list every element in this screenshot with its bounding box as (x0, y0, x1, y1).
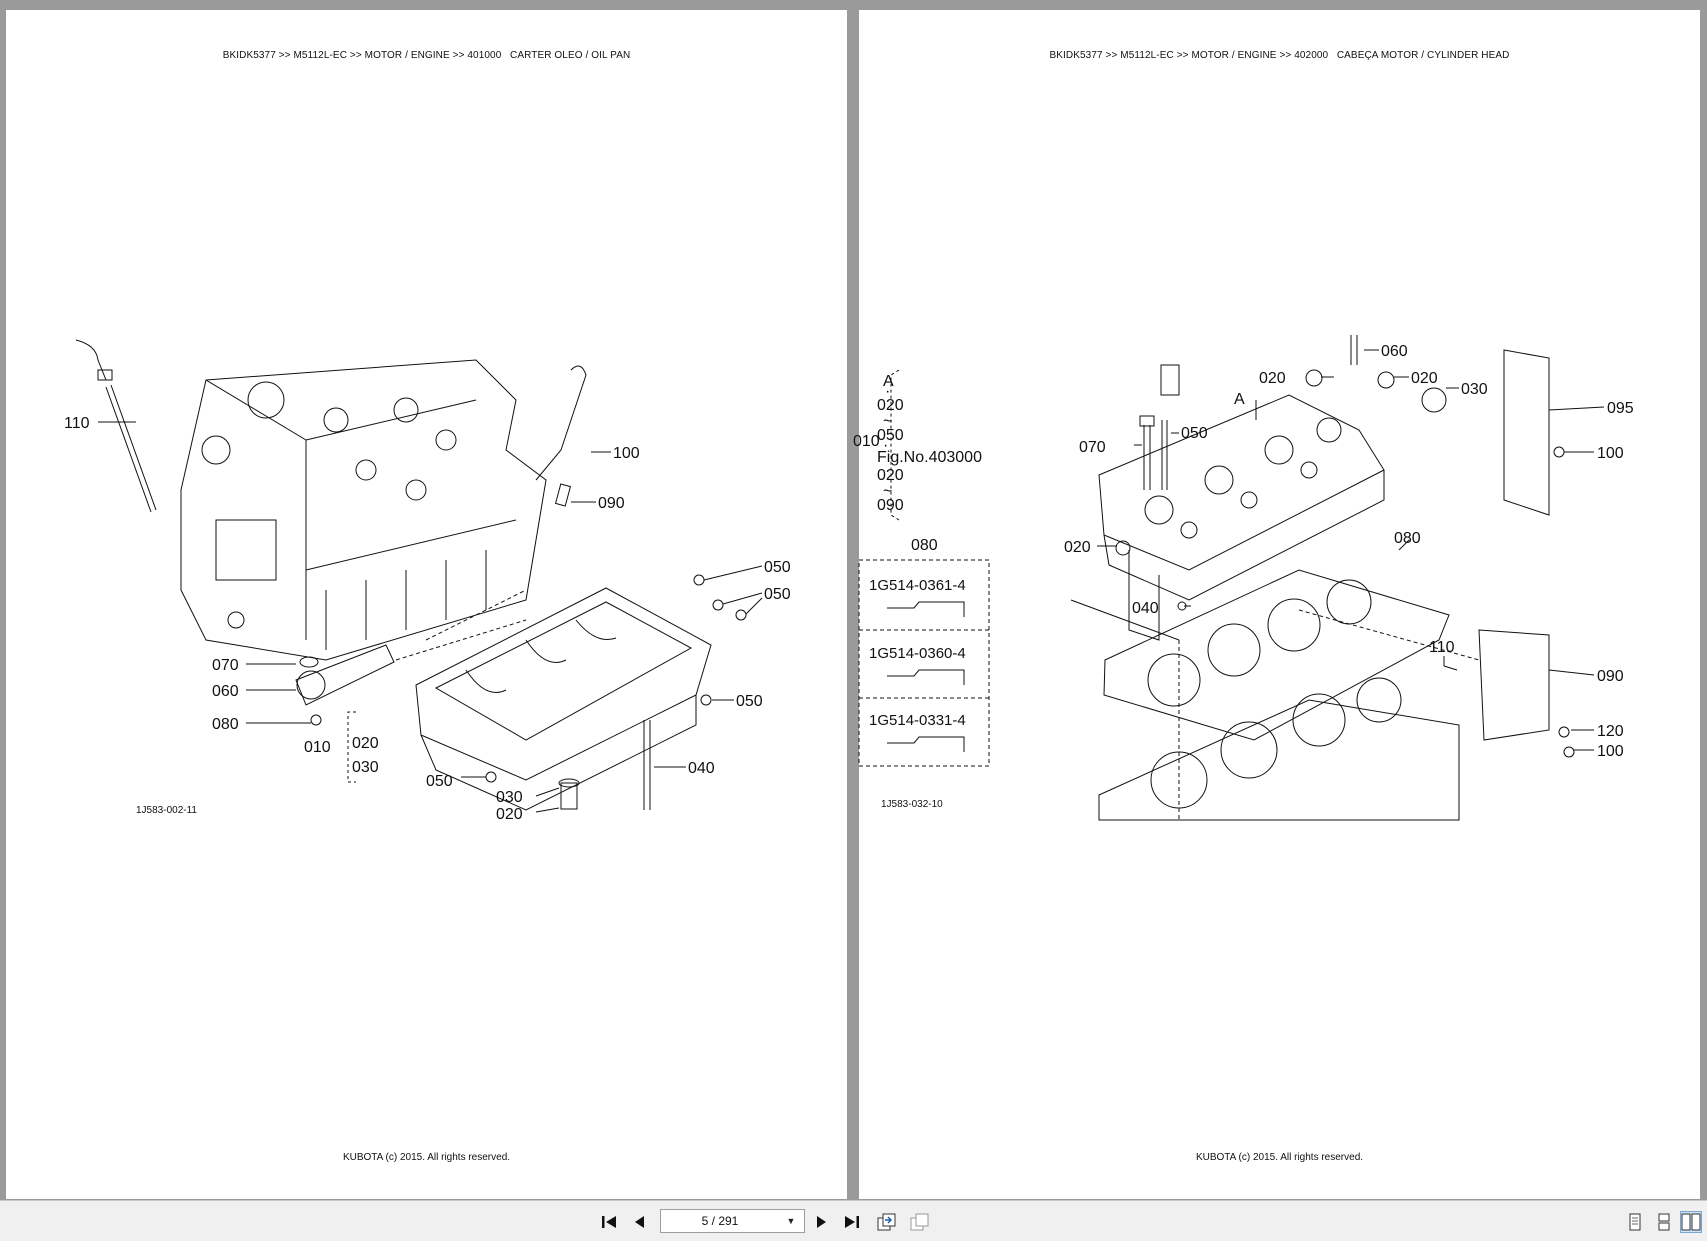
callout-030: 030 (352, 759, 379, 776)
first-page-button[interactable] (598, 1211, 620, 1233)
callout-050-d: 050 (426, 773, 453, 790)
callout-095: 095 (1607, 400, 1634, 417)
callout-020-b: 020 (1411, 370, 1438, 387)
header-path: BKIDK5377 >> M5112L-EC >> MOTOR / ENGINE… (1049, 50, 1329, 61)
go-back-view-button[interactable] (875, 1211, 897, 1233)
bracket-tilde-2: ~ (883, 483, 892, 500)
first-page-icon (602, 1216, 616, 1228)
bracket-range2-end: 090 (877, 497, 904, 514)
page-number-field[interactable]: ▼ (660, 1209, 805, 1233)
previous-page-icon (635, 1216, 644, 1228)
previous-page-button[interactable] (628, 1211, 650, 1233)
bracket-tilde-1: ~ (883, 413, 892, 430)
continuous-page-icon (1658, 1213, 1670, 1231)
callout-050: 050 (1181, 425, 1208, 442)
figure-code: 1J583-002-11 (136, 805, 197, 816)
bracket-dot-2: · (883, 437, 888, 454)
callout-070: 070 (1079, 439, 1106, 456)
callout-020-a: 020 (1259, 370, 1286, 387)
navigation-toolbar: ▼ (0, 1200, 1707, 1241)
two-page-view-button[interactable] (1680, 1211, 1702, 1233)
callout-070: 070 (212, 657, 239, 674)
callout-060: 060 (212, 683, 239, 700)
callout-040: 040 (688, 760, 715, 777)
next-view-icon (910, 1213, 929, 1231)
bracket-dot: · (885, 383, 890, 400)
callout-080-a: 080 (911, 537, 938, 554)
callout-120: 120 (1597, 723, 1624, 740)
oil-pan-diagram: 110 100 090 050 050 070 060 080 010 020 … (64, 339, 791, 823)
callout-020-b: 020 (496, 806, 523, 823)
page-402000: BKIDK5377 >> M5112L-EC >> MOTOR / ENGINE… (853, 10, 1700, 1199)
callout-090: 090 (598, 495, 625, 512)
callout-050-c: 050 (736, 693, 763, 710)
bracket-fig-ref: Fig.No.403000 (877, 449, 982, 466)
go-forward-view-button[interactable] (908, 1211, 930, 1233)
single-page-icon (1629, 1213, 1641, 1231)
header-title: CARTER OLEO / OIL PAN (510, 50, 631, 61)
next-page-icon (817, 1216, 826, 1228)
callout-030: 030 (1461, 381, 1488, 398)
page-401000: BKIDK5377 >> M5112L-EC >> MOTOR / ENGINE… (6, 10, 847, 1199)
callout-110: 110 (64, 415, 90, 432)
callout-090: 090 (1597, 668, 1624, 685)
callout-060: 060 (1381, 343, 1408, 360)
callout-020-c: 020 (1064, 539, 1091, 556)
callout-010: 010 (853, 433, 880, 450)
callout-020: 020 (352, 735, 379, 752)
callout-100-b: 100 (1597, 743, 1624, 760)
next-page-button[interactable] (811, 1211, 833, 1233)
callout-100-a: 100 (1597, 445, 1624, 462)
callout-080: 080 (212, 716, 239, 733)
two-page-icon (1681, 1213, 1701, 1231)
chevron-down-icon[interactable]: ▼ (786, 1216, 796, 1226)
previous-view-icon (877, 1213, 896, 1231)
callout-040: 040 (1132, 600, 1159, 617)
last-page-button[interactable] (841, 1211, 863, 1233)
callout-a: A (1234, 391, 1245, 408)
callout-030-b: 030 (496, 789, 523, 806)
bracket-range1-end: 050 (877, 427, 904, 444)
document-viewport[interactable]: BKIDK5377 >> M5112L-EC >> MOTOR / ENGINE… (0, 0, 1707, 1200)
bracket-letter: A (883, 373, 894, 390)
callout-080-b: 080 (1394, 530, 1421, 547)
page-header: BKIDK5377 >> M5112L-EC >> MOTOR / ENGINE… (859, 50, 1700, 61)
page-header: BKIDK5377 >> M5112L-EC >> MOTOR / ENGINE… (6, 50, 847, 61)
option-part-3: 1G514-0331-4 (869, 712, 966, 729)
header-path: BKIDK5377 >> M5112L-EC >> MOTOR / ENGINE… (222, 50, 502, 61)
option-part-1: 1G514-0361-4 (869, 577, 966, 594)
bracket-range2-start: 020 (877, 467, 904, 484)
header-title: CABEÇA MOTOR / CYLINDER HEAD (1336, 50, 1510, 61)
callout-050-b: 050 (764, 586, 791, 603)
page-number-input[interactable] (661, 1211, 779, 1231)
callout-010: 010 (304, 739, 331, 756)
page-footer: KUBOTA (c) 2015. All rights reserved. (1195, 1152, 1364, 1163)
continuous-view-button[interactable] (1653, 1211, 1675, 1233)
page-footer: KUBOTA (c) 2015. All rights reserved. (342, 1152, 511, 1163)
option-part-2: 1G514-0360-4 (869, 645, 966, 662)
single-page-view-button[interactable] (1624, 1211, 1646, 1233)
figure-code: 1J583-032-10 (881, 799, 943, 810)
last-page-icon (845, 1216, 859, 1228)
bracket-range1-start: 020 (877, 397, 904, 414)
cylinder-head-diagram: 060 020 020 030 095 100 050 070 A 010 08… (853, 335, 1634, 821)
callout-100: 100 (613, 445, 640, 462)
callout-050-a: 050 (764, 559, 791, 576)
callout-110: 110 (1429, 639, 1455, 656)
